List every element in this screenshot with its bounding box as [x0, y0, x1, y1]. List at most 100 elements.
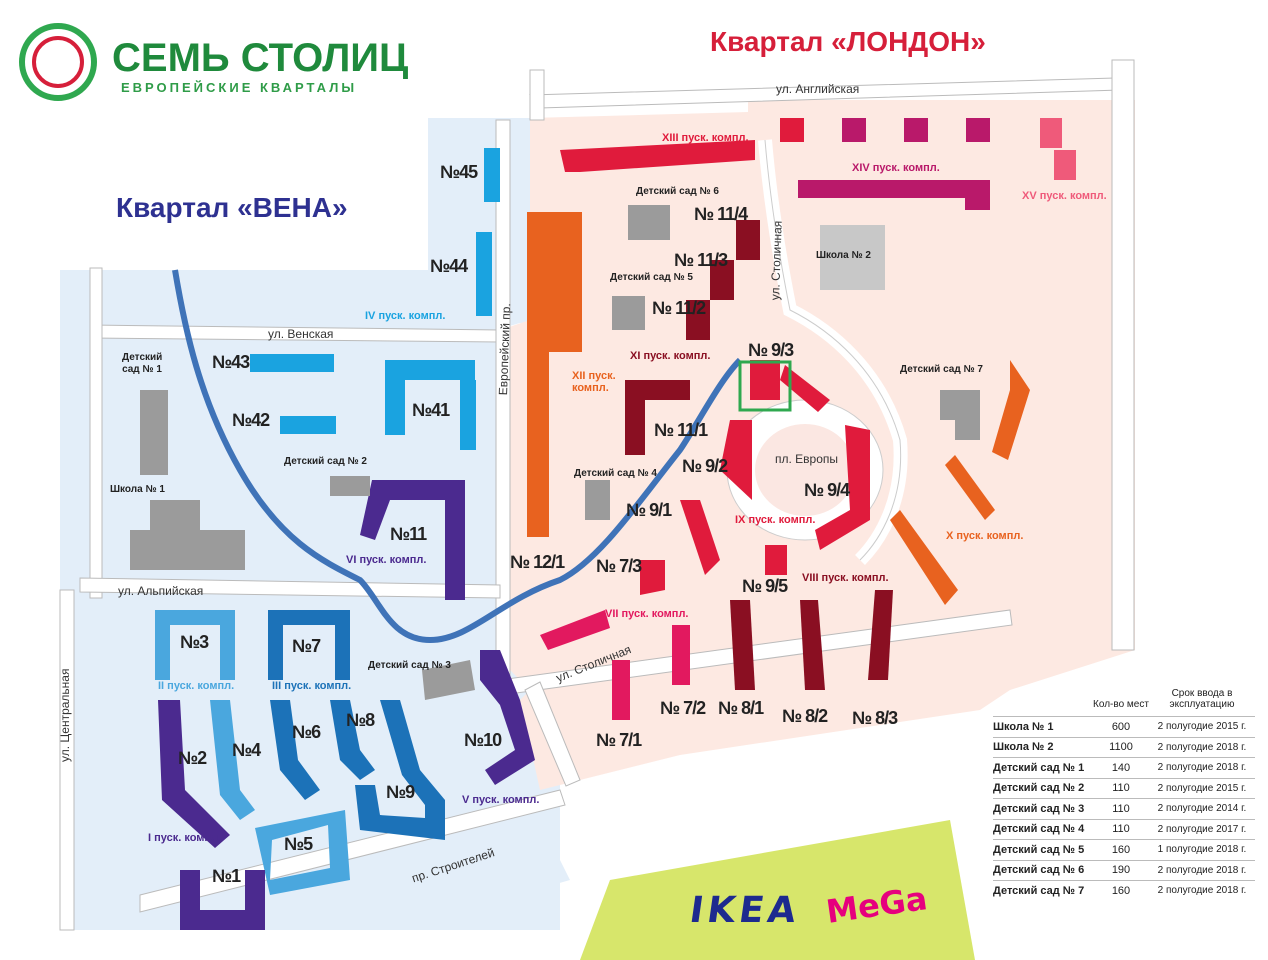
- legend-cell-places: 190: [1093, 859, 1149, 881]
- legend-cell-name: Детский сад № 3: [993, 798, 1093, 819]
- building-9-2[interactable]: № 9/2: [682, 456, 728, 476]
- building-5[interactable]: №5: [284, 834, 313, 854]
- building-9[interactable]: №9: [386, 782, 415, 802]
- phase-xiii: XIII пуск. компл.: [662, 132, 749, 144]
- vena-buildings: [155, 148, 535, 930]
- building-10[interactable]: №10: [464, 730, 502, 750]
- brand-subtitle: ЕВРОПЕЙСКИЕ КВАРТАЛЫ: [121, 80, 358, 95]
- ds4-label: Детский сад № 4: [574, 468, 657, 479]
- building-8[interactable]: №8: [346, 710, 375, 730]
- ds7-label: Детский сад № 7: [900, 364, 983, 375]
- building-7[interactable]: №7: [292, 636, 321, 656]
- building-11-1[interactable]: № 11/1: [654, 420, 708, 440]
- legend-cell-date: 2 полугодие 2017 г.: [1149, 818, 1255, 840]
- quarter-london-title: Квартал «ЛОНДОН»: [710, 26, 986, 57]
- legend-cell-places: 110: [1093, 818, 1149, 840]
- legend-cell-name: Детский сад № 7: [993, 880, 1093, 901]
- phase-vi: VI пуск. компл.: [346, 554, 427, 566]
- ds6-label: Детский сад № 6: [636, 186, 719, 197]
- legend-cell-date: 2 полугодие 2018 г.: [1149, 859, 1255, 881]
- legend-cell-date: 2 полугодие 2014 г.: [1149, 798, 1255, 819]
- legend-col-date: Срок ввода в эксплуатацию: [1169, 688, 1235, 710]
- building-7-2[interactable]: № 7/2: [660, 698, 706, 718]
- legend-cell-places: 160: [1093, 839, 1149, 860]
- building-12-1[interactable]: № 12/1: [510, 552, 565, 572]
- facility-legend: Кол-во мест Срок ввода в эксплуатацию Шк…: [993, 688, 1255, 901]
- legend-cell-date: 2 полугодие 2018 г.: [1149, 736, 1255, 758]
- building-4[interactable]: №4: [232, 740, 261, 760]
- legend-cell-name: Школа № 2: [993, 736, 1093, 758]
- legend-cell-date: 2 полугодие 2015 г.: [1149, 777, 1255, 799]
- legend-cell-name: Детский сад № 6: [993, 859, 1093, 881]
- building-6[interactable]: №6: [292, 722, 321, 742]
- building-11[interactable]: №11: [390, 524, 427, 544]
- phase-x: X пуск. компл.: [946, 530, 1024, 542]
- building-11-2[interactable]: № 11/2: [652, 298, 706, 318]
- school1-label: Школа № 1: [110, 484, 165, 495]
- legend-cell-places: 110: [1093, 777, 1149, 799]
- river: [172, 269, 743, 644]
- building-43[interactable]: №43: [212, 352, 250, 372]
- street-angliyskaya: ул. Английская: [776, 82, 860, 96]
- ikea-logo: IKEA: [687, 890, 803, 931]
- building-1[interactable]: №1: [212, 866, 241, 886]
- legend-cell-name: Детский сад № 2: [993, 777, 1093, 799]
- street-stroiteley: пр. Строителей: [410, 845, 497, 886]
- legend-cell-places: 160: [1093, 880, 1149, 901]
- building-44[interactable]: №44: [430, 256, 468, 276]
- building-8-2[interactable]: № 8/2: [782, 706, 828, 726]
- legend-cell-places: 600: [1093, 716, 1149, 737]
- street-evropeyskiy: Европейский пр.: [496, 302, 514, 396]
- building-9-4[interactable]: № 9/4: [804, 480, 850, 500]
- building-42[interactable]: №42: [232, 410, 270, 430]
- phase-v: V пуск. компл.: [462, 794, 540, 806]
- legend-cell-date: 2 полугодие 2015 г.: [1149, 716, 1255, 737]
- legend-cell-name: Детский сад № 1: [993, 757, 1093, 778]
- highlight-box: [738, 360, 792, 412]
- quarter-vena-title: Квартал «ВЕНА»: [116, 192, 348, 223]
- building-3[interactable]: №3: [180, 632, 209, 652]
- school2-label: Школа № 2: [816, 250, 871, 261]
- building-45[interactable]: №45: [440, 162, 478, 182]
- building-9-5[interactable]: № 9/5: [742, 576, 788, 596]
- phase-ii: II пуск. компл.: [158, 680, 235, 692]
- phase-ix: IX пуск. компл.: [735, 514, 816, 526]
- legend-cell-date: 2 полугодие 2018 г.: [1149, 757, 1255, 778]
- legend-cell-places: 110: [1093, 798, 1149, 819]
- street-tsentralnaya: ул. Центральная: [58, 668, 72, 762]
- street-stolichnaya-bottom: ул. Столичная: [554, 642, 634, 685]
- phase-vii: VII пуск. компл.: [605, 608, 689, 620]
- ds3-label: Детский сад № 3: [368, 660, 451, 671]
- phase-iv: IV пуск. компл.: [365, 310, 446, 322]
- building-8-3[interactable]: № 8/3: [852, 708, 898, 728]
- legend-col-places: Кол-во мест: [1093, 699, 1149, 710]
- ds2-label: Детский сад № 2: [284, 456, 367, 467]
- brand-name: СЕМЬ СТОЛИЦ: [112, 36, 409, 80]
- building-7-1[interactable]: № 7/1: [596, 730, 642, 750]
- ds1-label: Детский сад № 1: [122, 352, 163, 375]
- building-9-1[interactable]: № 9/1: [626, 500, 672, 520]
- facilities: [130, 205, 980, 700]
- street-stolichnaya-top: ул. Столичная: [768, 220, 785, 301]
- ds5-label: Детский сад № 5: [610, 272, 693, 283]
- building-2[interactable]: №2: [178, 748, 207, 768]
- street-venskaya: ул. Венская: [268, 327, 334, 341]
- building-11-4[interactable]: № 11/4: [694, 204, 748, 224]
- legend-cell-date: 2 полугодие 2018 г.: [1149, 880, 1255, 901]
- building-7-3[interactable]: № 7/3: [596, 556, 642, 576]
- building-8-1[interactable]: № 8/1: [718, 698, 764, 718]
- legend-cell-places: 1100: [1093, 736, 1149, 758]
- building-41[interactable]: №41: [412, 400, 450, 420]
- building-9-3[interactable]: № 9/3: [748, 340, 794, 360]
- building-11-3[interactable]: № 11/3: [674, 250, 728, 270]
